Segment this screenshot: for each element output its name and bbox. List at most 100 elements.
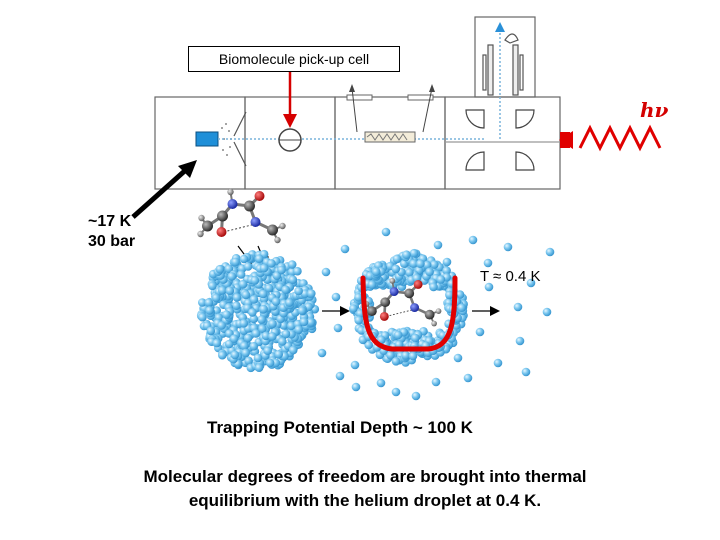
helium-atom [354,293,363,302]
helium-atom [231,257,240,267]
helium-atom [274,350,284,359]
helium-atom [393,330,403,340]
helium-atom [239,254,249,264]
helium-atom [331,292,341,302]
trapping-potential-well [360,275,458,352]
helium-atom [232,293,242,302]
helium-atom [287,321,296,331]
helium-atom [493,358,503,368]
helium-atom [230,350,240,360]
helium-atom [236,270,246,279]
helium-atom [411,391,421,401]
helium-atom [321,267,331,277]
detector-chamber [444,96,561,190]
helium-atom [249,295,259,304]
helium-atom [354,315,364,325]
helium-atom [241,290,251,300]
helium-atom [205,306,214,315]
skimmer [233,111,247,167]
helium-atom [433,240,443,250]
helium-atom [225,286,235,296]
helium-atom [515,336,525,346]
helium-atom [272,271,282,281]
helium-atom [355,309,365,318]
helium-atom [521,367,531,377]
helium-atom [416,259,425,269]
helium-atom [232,301,241,311]
helium-atom [281,329,291,339]
droplet-temperature: T ≈ 0.4 K [480,268,541,285]
helium-atom [436,275,446,284]
helium-atom [526,278,536,288]
helium-atom [442,257,452,267]
helium-atom [268,319,277,329]
pickup-cell-label: Biomolecule pick-up cell [188,46,400,72]
helium-atom [430,260,439,269]
helium-atom [204,298,214,307]
helium-atom [392,254,402,264]
helium-atom [238,279,248,289]
helium-atom [229,334,239,344]
output-arrow [472,306,500,316]
helium-atom [429,282,438,292]
helium-atom [277,265,286,275]
helium-atom [198,298,207,307]
helium-atom [227,272,237,281]
helium-atom [257,315,266,324]
helium-atom [453,353,463,363]
helium-atom [333,323,343,333]
helium-atom [468,235,478,245]
helium-atom [445,290,454,300]
helium-atom [475,327,485,337]
helium-atom [254,254,264,263]
helium-atom [259,263,269,273]
helium-atom [287,260,297,269]
helium-atom [218,286,227,295]
helium-atom [248,308,257,317]
evaporated-helium-atoms [317,227,555,401]
nozzle [195,131,219,147]
helium-atom [545,247,555,257]
helium-atom [409,248,419,258]
helium-atom [483,258,493,268]
helium-atom [349,304,358,313]
helium-atom [271,297,281,306]
helium-atom [431,377,441,387]
quadrupole-deflector [465,109,535,171]
helium-atom [307,289,316,298]
transfer-arrow [322,306,350,316]
helium-atom [261,331,271,341]
helium-droplet-empty [196,249,320,373]
helium-atom [251,329,261,338]
helium-atom [457,303,467,313]
helium-atom [240,341,249,351]
helium-atom [224,264,234,274]
helium-atom [249,314,259,324]
helium-atom [217,321,226,330]
helium-atom [258,289,268,299]
helium-atom [293,266,302,276]
source-pressure: 30 bar [88,233,136,250]
helium-atom [401,351,411,360]
helium-atom [268,332,277,341]
helium-atom [258,324,267,334]
helium-atom [243,333,253,343]
helium-atom [239,319,249,328]
helium-atom [386,350,395,360]
helium-atom [381,227,391,237]
helium-atom [294,286,303,296]
caption-line-2: equilibrium with the helium droplet at 0… [188,491,542,510]
helium-atom [371,267,381,277]
laser-arrow [559,131,573,149]
helium-atom [425,267,434,277]
ion-optics [482,33,524,96]
helium-atom [391,264,401,274]
photon-label: hν [640,98,669,122]
helium-atom [253,353,263,363]
helium-atom [198,312,207,322]
helium-atom [241,348,250,358]
helium-atom [278,337,287,346]
ion-arrow [495,22,505,32]
helium-atom [249,342,259,351]
